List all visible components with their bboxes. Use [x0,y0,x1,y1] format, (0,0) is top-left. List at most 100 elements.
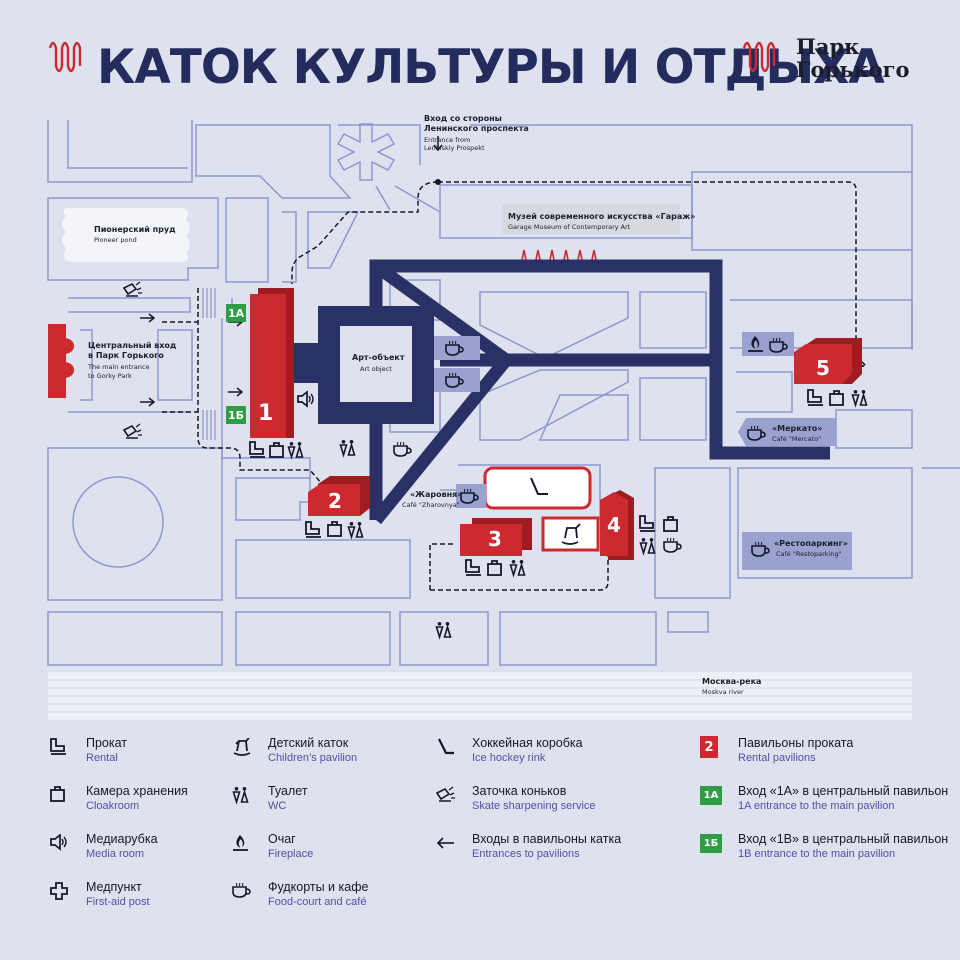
pavilion-4[interactable]: 4 [600,490,634,560]
pavilion-5-number: 5 [816,356,830,380]
wc-map-icon-1 [339,439,356,456]
svg-text:1А: 1А [228,307,245,320]
svg-text:Pioneer pond: Pioneer pond [94,236,137,244]
svg-text:Leninskiy Prospekt: Leninskiy Prospekt [424,144,485,152]
svg-text:Entrance from: Entrance from [424,136,470,144]
cafe-box-art-1 [434,336,480,360]
pavilion-4-number: 4 [607,513,621,537]
svg-text:Пионерский пруд: Пионерский пруд [94,225,176,234]
svg-text:Центральный вход: Центральный вход [88,341,177,350]
svg-text:Музей современного искусства «: Музей современного искусства «Гараж» [508,212,695,221]
cafe-zharovnya: «Жаровня» Café "Zharovnya" [402,484,486,509]
amenities-pav5 [807,389,868,406]
pavilion-1-number: 1 [258,401,273,426]
fire-icon [232,832,258,854]
svg-text:1Б: 1Б [228,409,244,422]
media-room-map-icon [297,391,314,407]
pavilion-2-number: 2 [328,489,342,513]
svg-text:Café "Zharovnya": Café "Zharovnya" [402,501,460,509]
svg-text:to Gorky Park: to Gorky Park [88,372,132,380]
art-object: Арт-объект Art object [283,306,434,424]
skate-rental-icon [50,736,76,758]
main-entrance-gate: Центральный вход в Парк Горького The mai… [48,324,177,398]
wc-icon [232,784,258,806]
pavilion-5[interactable]: 5 [794,338,862,384]
dashed-routes [162,181,868,591]
svg-text:Ленинского проспекта: Ленинского проспекта [424,124,529,133]
moskva-river: Москва-река Moskva river [48,672,912,720]
pavilion-3[interactable]: 3 [460,518,532,556]
svg-text:«Рестопаркинг»: «Рестопаркинг» [774,539,848,548]
amenities-pav4 [639,515,682,554]
pavilion-1[interactable]: 1 [250,288,294,438]
cafe-map-icon-1 [393,441,412,457]
svg-text:Café "Mercato": Café "Mercato" [772,435,821,443]
svg-text:Art object: Art object [360,365,392,373]
cafe-box-art-2 [434,368,480,392]
header-logo-left-icon [48,41,82,73]
children-pavilion [541,516,600,552]
star-plaza-icon [336,123,396,181]
rocking-horse-icon [232,736,258,758]
amenities-pav2 [305,521,364,538]
cup-icon [232,880,258,902]
hockey-rink [483,466,592,510]
svg-text:Москва-река: Москва-река [702,677,761,686]
svg-text:The main entrance: The main entrance [87,363,149,371]
svg-text:«Меркато»: «Меркато» [772,424,822,433]
park-name-line2: Горького [796,57,910,82]
svg-text:Арт-объект: Арт-объект [352,352,405,362]
cloakroom-icon [50,784,76,806]
header: КАТОК КУЛЬТУРЫ И ОТДЫХА Парк Горького [48,34,910,95]
rink-paths [369,259,830,525]
amenities-pav1 [249,441,304,458]
skate-sharpening-map-icon-2 [123,423,143,439]
pavilion-2[interactable]: 2 [308,476,370,516]
cafe-mercato: «Меркато» Café "Mercato" [738,418,836,446]
svg-text:Moskva river: Moskva river [702,688,744,696]
cafe-fireplace-pav5 [742,332,794,356]
pioneer-pond: Пионерский пруд Pioneer pond [62,208,190,262]
rental-pavilion-badge: 2 [700,736,718,758]
arrow-left-icon [436,832,462,854]
amenities-pav3 [465,559,526,576]
svg-text:«Жаровня»: «Жаровня» [410,490,462,499]
garage-museum: Музей современного искусства «Гараж» Gar… [502,204,695,271]
header-logo-right-icon [742,41,776,73]
svg-text:в Парк Горького: в Парк Горького [88,351,164,360]
skate-sharpening-icon [436,784,462,806]
speaker-icon [50,832,76,854]
entrance-leninsky-label: Вход со стороны Ленинского проспекта Ent… [424,114,529,152]
entrance-1b-badge: 1Б [226,406,246,424]
pavilion-3-number: 3 [488,527,502,551]
entrance-1a-legend-badge: 1А [700,785,722,805]
entrance-arrows [139,135,865,407]
building-outlines [47,120,960,666]
fireplace-row-icon [519,249,599,271]
hockey-stick-icon [436,736,462,758]
entrance-1a-badge: 1А [226,304,246,322]
park-name-line1: Парк [796,34,859,59]
wc-map-icon-river [435,621,452,638]
cafe-restoparking: «Рестопаркинг» Café "Restoparking" [742,532,852,570]
skate-sharpening-map-icon-1 [123,281,143,297]
first-aid-cross-icon [50,880,76,902]
svg-text:Вход со стороны: Вход со стороны [424,114,502,123]
svg-text:Garage Museum of Contemporary: Garage Museum of Contemporary Art [508,223,631,231]
